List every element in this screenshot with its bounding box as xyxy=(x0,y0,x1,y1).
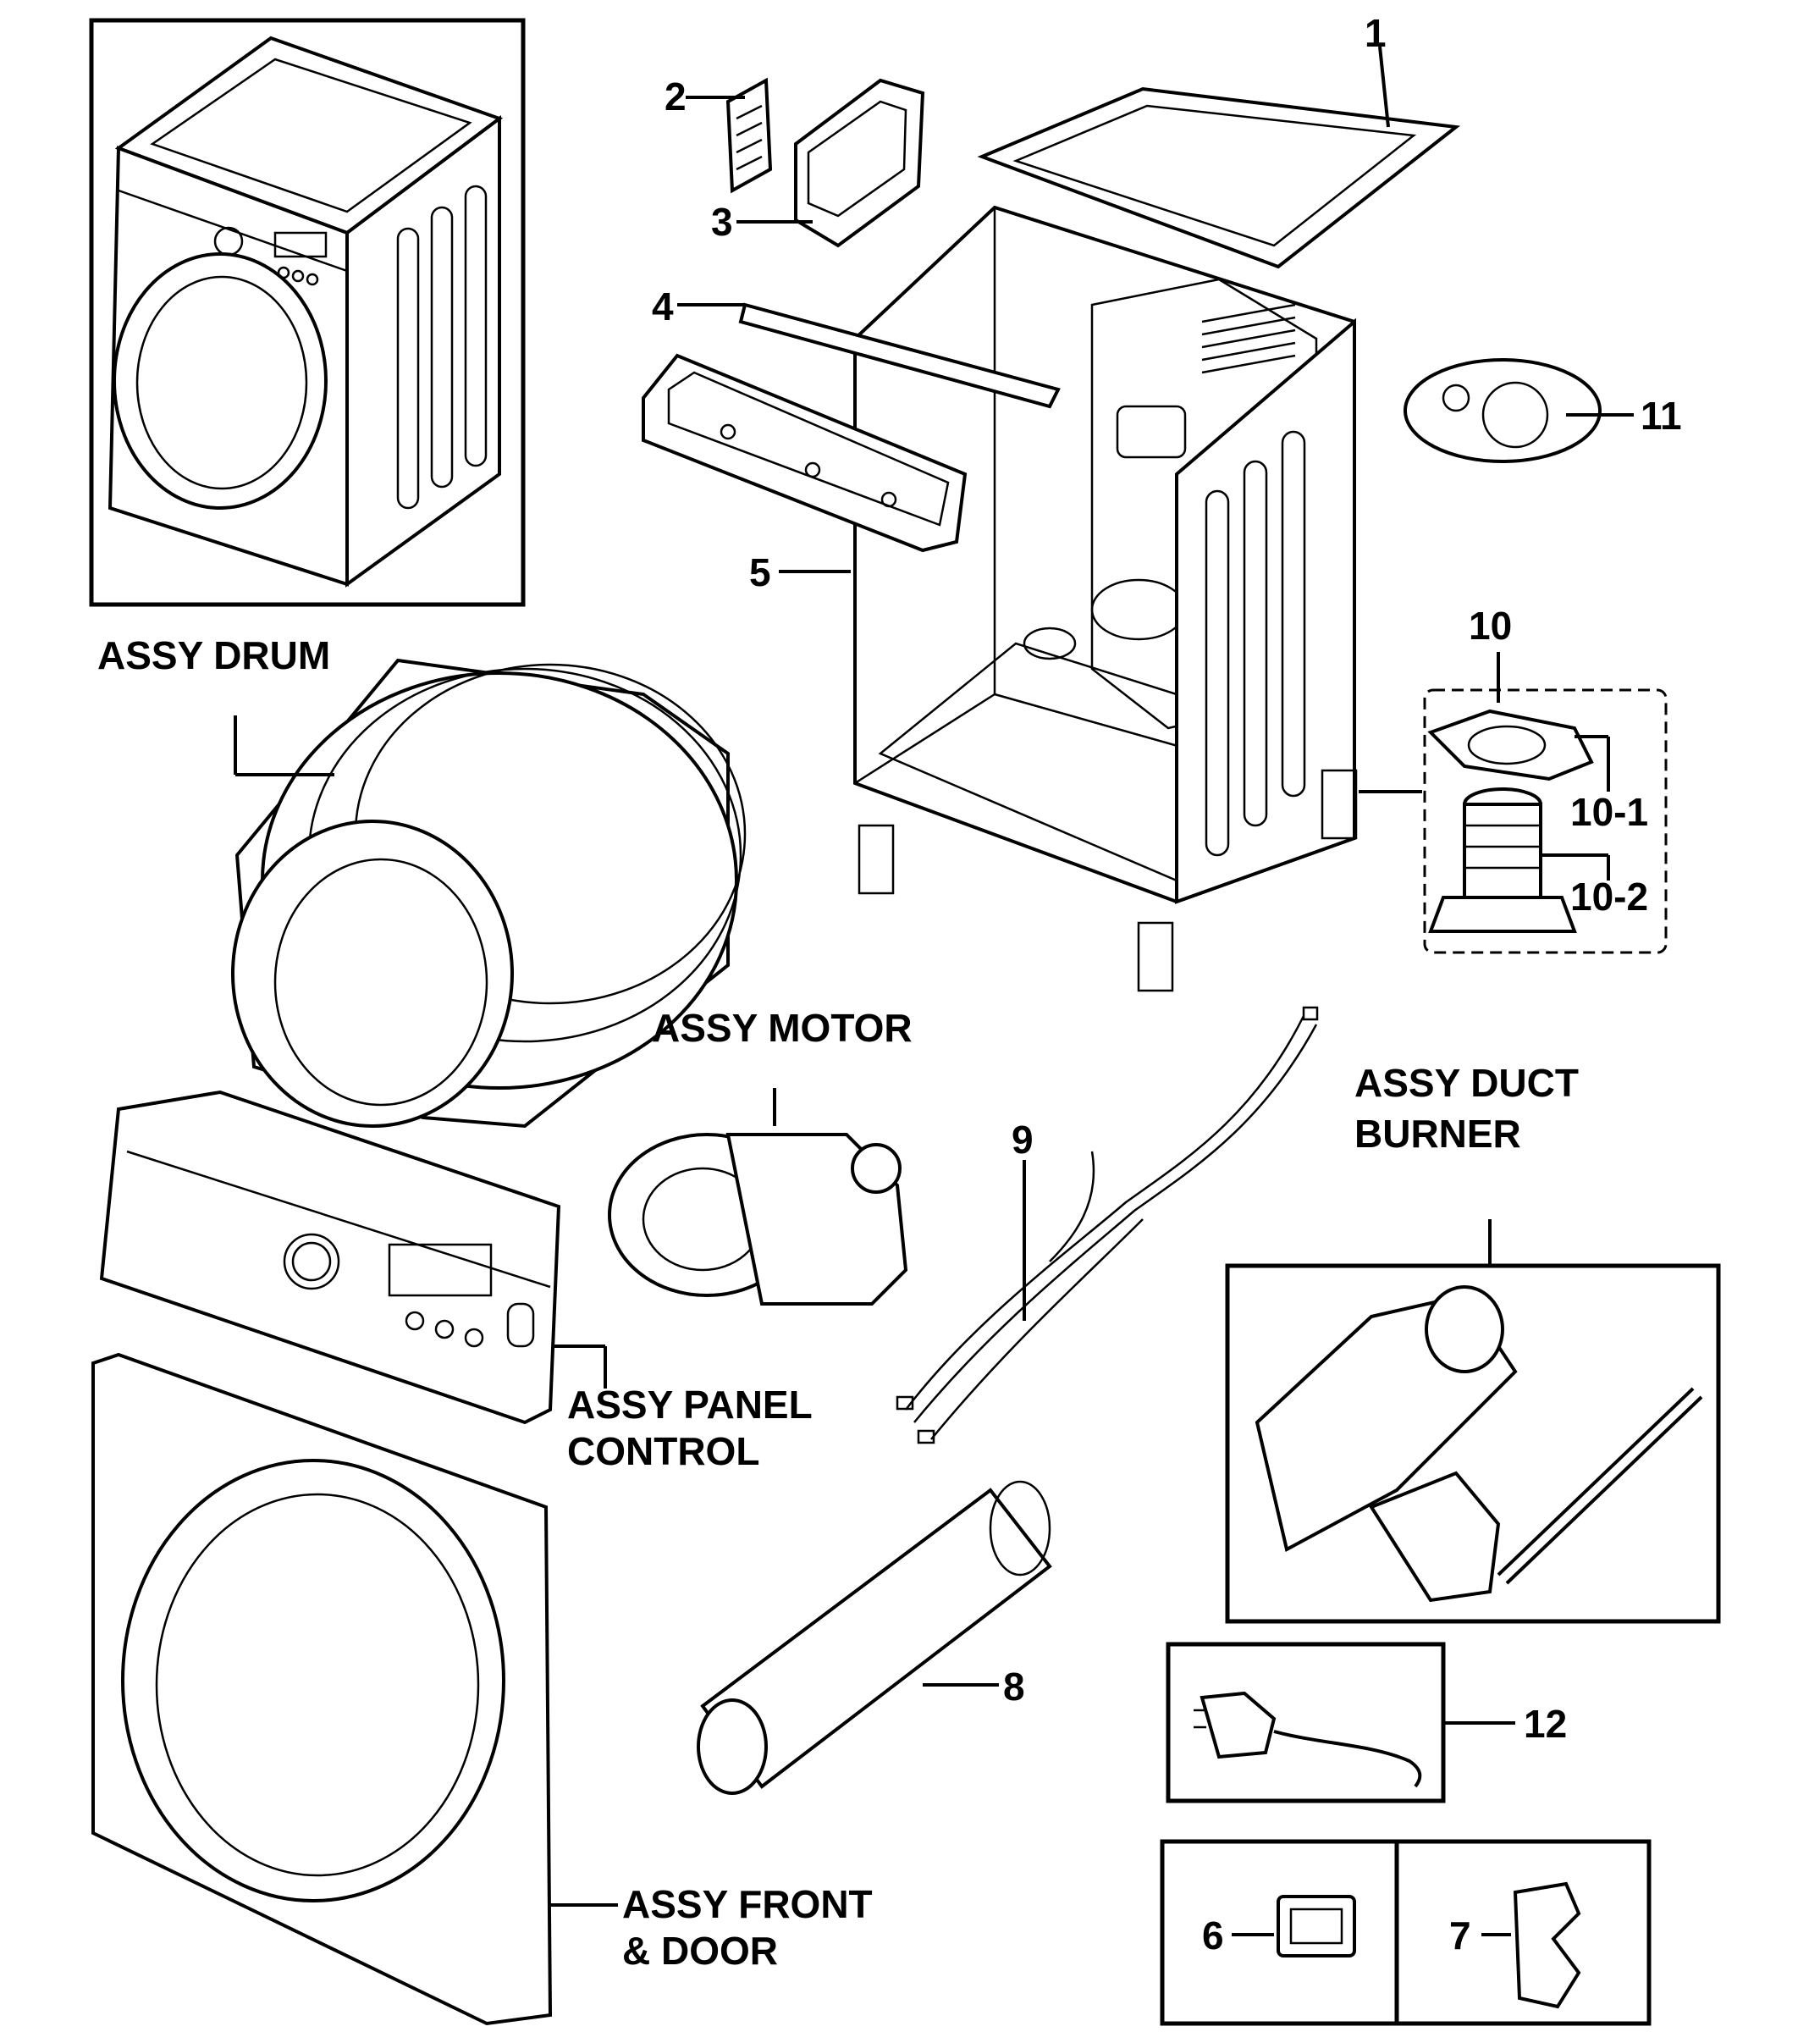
assembly-labels: ASSY DRUM ASSY MOTOR ASSY DUCT BURNER AS… xyxy=(97,633,1579,1973)
label-assy-duct-burner-1: ASSY DUCT xyxy=(1354,1061,1579,1105)
part-9-wire-harness xyxy=(896,1006,1319,1444)
part-2-filter xyxy=(725,77,773,194)
callout-10-1: 10-1 xyxy=(1570,790,1648,834)
label-assy-front-door-2: & DOOR xyxy=(622,1929,778,1973)
callout-11: 11 xyxy=(1641,394,1682,438)
callout-5: 5 xyxy=(749,550,771,594)
part-11-duct-seal xyxy=(1404,358,1602,463)
callout-3: 3 xyxy=(711,200,733,244)
callout-4: 4 xyxy=(652,284,674,329)
part-1-top-cover xyxy=(977,86,1461,269)
drum-assembly xyxy=(231,658,747,1129)
panel-control-assembly xyxy=(99,1090,561,1425)
leveling-feet xyxy=(858,769,1358,992)
callout-6: 6 xyxy=(1202,1913,1224,1957)
callout-2: 2 xyxy=(665,75,687,119)
duct-burner-inset xyxy=(1225,1263,1721,1624)
part-5-front-bracket xyxy=(642,353,968,553)
callout-12: 12 xyxy=(1524,1702,1567,1746)
callout-9: 9 xyxy=(1012,1118,1034,1162)
label-assy-panel-control-2: CONTROL xyxy=(567,1429,759,1473)
callout-7: 7 xyxy=(1449,1913,1471,1957)
parts-6-7-clips xyxy=(1160,1839,1652,2026)
front-door-assembly xyxy=(91,1352,553,2026)
label-assy-drum: ASSY DRUM xyxy=(97,633,330,677)
cabinet-frame xyxy=(853,205,1356,904)
label-assy-front-door-1: ASSY FRONT xyxy=(622,1882,873,1926)
part-10-foot-assembly xyxy=(1423,688,1668,954)
motor-assembly xyxy=(608,1088,908,1306)
callout-10: 10 xyxy=(1469,604,1512,648)
part-8-duct xyxy=(697,1480,1052,1795)
part-4-rail xyxy=(738,302,1061,409)
part-3-bracket xyxy=(794,78,925,248)
callout-labels: 1 2 3 4 5 11 10 10-1 10-2 9 8 12 6 7 xyxy=(652,11,1682,1957)
leader-lines xyxy=(234,46,1634,1936)
label-assy-duct-burner-2: BURNER xyxy=(1354,1112,1521,1156)
part-12-power-cord xyxy=(1166,1642,1446,1803)
label-assy-motor: ASSY MOTOR xyxy=(652,1006,913,1050)
callout-8: 8 xyxy=(1003,1665,1025,1709)
dryer-overview-inset xyxy=(89,18,526,607)
callout-10-2: 10-2 xyxy=(1570,875,1648,919)
label-assy-panel-control-1: ASSY PANEL xyxy=(567,1383,813,1427)
callout-1: 1 xyxy=(1365,11,1387,55)
